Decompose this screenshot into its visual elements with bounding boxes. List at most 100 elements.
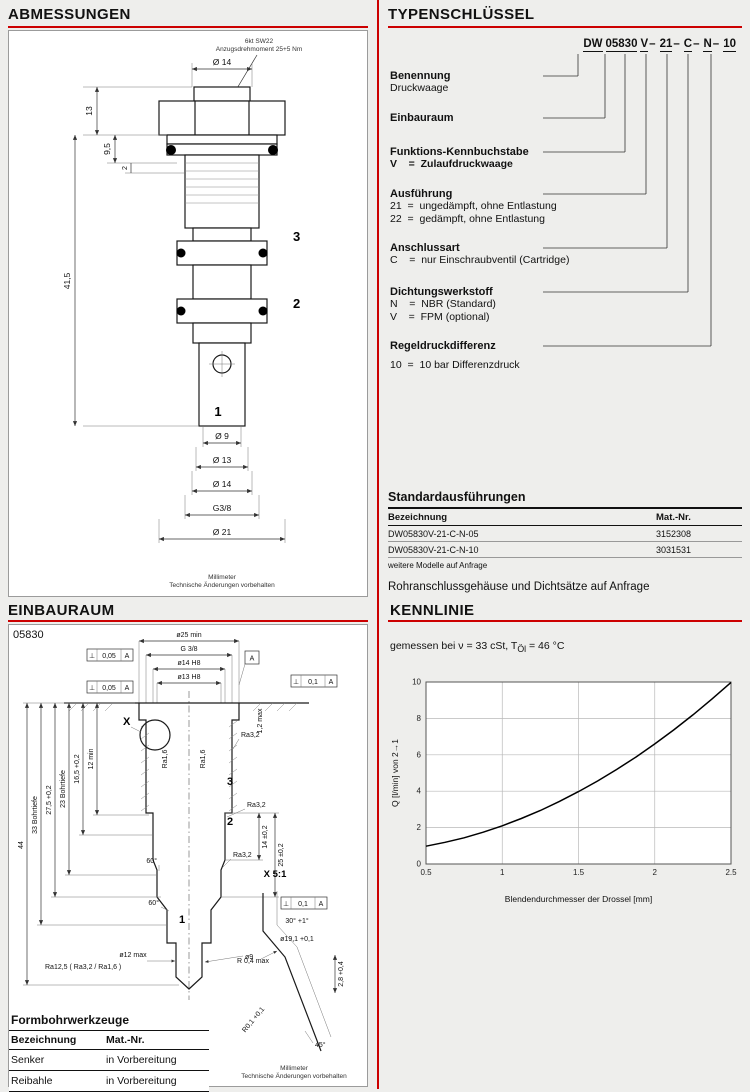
ts-entry-funktion: Funktions-Kennbuchstabe V = Zulaufdruckw…	[390, 146, 720, 171]
standard-col-matnr: Mat.-Nr.	[656, 512, 691, 523]
ts-entry-label: Dichtungswerkstoff	[390, 286, 497, 298]
dim-label-dia21: Ø 21	[213, 527, 232, 537]
dim-label-dia25: ø25 min	[176, 632, 201, 639]
table-row: DW05830V-21-C-N-05 3152308	[388, 526, 742, 542]
detail-x-enlargement: X 5:1 ⊥ 0,1 A 30° +1° ø19,1 +0,1 R 0,4 m…	[237, 869, 345, 1052]
tol-datum: A	[125, 653, 130, 660]
threaded-body	[184, 154, 260, 229]
port-label-1: 1	[214, 404, 221, 419]
cavity-top-dimensions: ø25 min G 3/8 ø14 H8 ø13 H8	[138, 632, 240, 703]
ts-entry-regeldruck: Regeldruckdifferenz 10 = 10 bar Differen…	[390, 340, 720, 372]
dim-label-27-5: 27,5 +0,2	[46, 785, 53, 814]
x-tick-label: 2.5	[725, 868, 737, 877]
material-number: 3031531	[656, 544, 692, 555]
tool-name: Reibahle	[11, 1075, 53, 1087]
standard-col-bezeichnung: Bezeichnung	[388, 512, 448, 523]
ts-entry-einbauraum: Einbauraum	[390, 112, 720, 124]
dim-label-r04: R 0,4 max	[237, 958, 269, 965]
dim-label-12min: 12 min	[88, 748, 95, 769]
port-label-2: 2	[293, 296, 300, 311]
surface-ra-combined: Ra12,5 ( Ra3,2 / Ra1,6 )	[45, 964, 121, 971]
section-title-typenschluessel: TYPENSCHLÜSSEL	[388, 6, 535, 23]
dim-dia14-top: Ø 14	[191, 57, 253, 87]
dim-label-dia19-1: ø19,1 +0,1	[280, 936, 314, 943]
ts-entry-value: 21 = ungedämpft, ohne Entlastung	[390, 200, 557, 212]
cavity-number: 05830	[13, 629, 44, 641]
ts-entry-ausfuehrung: Ausführung 21 = ungedämpft, ohne Entlast…	[390, 188, 720, 226]
surface-ra32-1: Ra3,2	[241, 732, 260, 739]
left-dimensions: 41,5 13 9,5 2	[62, 86, 199, 427]
detail-x-circle	[139, 719, 171, 751]
x-tick-label: 1	[500, 868, 505, 877]
formbohr-header: Bezeichnung Mat.-Nr.	[9, 1031, 209, 1050]
panel-footer-units: Millimeter	[280, 1065, 309, 1072]
ts-entry-value: 10 = 10 bar Differenzdruck	[390, 359, 520, 371]
dim-label-dia13h8: ø13 H8	[178, 674, 201, 681]
code-series: DW	[583, 38, 603, 52]
tolerance-box-flatness: ⊥ 0,1 A	[290, 674, 338, 688]
tol-value: 0,1	[298, 901, 308, 908]
port-label-3: 3	[293, 229, 300, 244]
o-ring-right	[268, 145, 278, 155]
dim-label-dia9: ø9	[245, 954, 253, 961]
o-ring-left	[166, 145, 176, 155]
panel-footer-notice: Technische Änderungen vorbehalten	[241, 1072, 347, 1080]
tolerance-box-perpendicularity-2: ⊥ 0,05 A	[86, 680, 134, 694]
ordering-code-connectors	[543, 54, 712, 347]
code-separator: –	[712, 38, 720, 50]
dim-label-9-5: 9,5	[102, 143, 112, 155]
measurement-condition: gemessen bei ν = 33 cSt, TÖl = 46 °C	[390, 640, 564, 654]
y-axis-label: Q [l/min] von 2→1	[390, 739, 400, 807]
x-axis-label: Blendendurchmesser der Drossel [mm]	[505, 894, 652, 904]
dim-label-33: 33 Bohrtiefe	[32, 796, 39, 834]
ts-entry-label: Benennung	[390, 70, 455, 82]
datum-a-box: A	[238, 650, 260, 686]
datum-label: A	[250, 656, 255, 663]
surface-ra16-2: Ra1,6	[200, 750, 207, 769]
abmessungen-title-rule	[8, 26, 368, 28]
tolerance-box-perpendicularity-1: ⊥ 0,05 A	[86, 648, 134, 662]
standardausfuehrungen-section: Standardausführungen Bezeichnung Mat.-Nr…	[388, 490, 742, 593]
model-designation: DW05830V-21-C-N-10	[388, 544, 479, 555]
tool-status: in Vorbereitung	[106, 1054, 177, 1066]
dim-label-2-8: 2,8 +0,4	[338, 961, 345, 987]
dim-label-dia12max: ø12 max	[119, 952, 147, 959]
dim-label-g38: G3/8	[213, 503, 232, 513]
tool-status: in Vorbereitung	[106, 1075, 177, 1087]
ts-entry-value: Druckwaage	[390, 82, 449, 94]
abmessungen-drawing-panel: 6kt SW22 Anzugsdrehmoment 25+5 Nm 3 2	[8, 30, 368, 597]
dim-label-dia14h8: ø14 H8	[178, 660, 201, 667]
section-title-abmessungen: ABMESSUNGEN	[8, 6, 131, 23]
abmessungen-drawing: 6kt SW22 Anzugsdrehmoment 25+5 Nm 3 2	[62, 38, 303, 589]
formbohr-col-bezeichnung: Bezeichnung	[11, 1034, 77, 1046]
groove-port2	[176, 298, 268, 324]
ts-entry-label: Funktions-Kennbuchstabe	[390, 146, 533, 158]
dim-label-41-5: 41,5	[62, 272, 72, 289]
y-tick-label: 8	[417, 714, 422, 723]
table-row: Reibahle in Vorbereitung	[9, 1071, 209, 1092]
condition-suffix: = 46 °C	[526, 640, 565, 652]
code-function: V	[640, 38, 649, 52]
section-title-kennlinie: KENNLINIE	[390, 602, 475, 619]
kennlinie-title-rule	[388, 620, 742, 622]
characteristic-curve	[425, 681, 732, 847]
tol-value: 0,1	[308, 679, 318, 686]
panel-footer-notice: Technische Änderungen vorbehalten	[169, 581, 275, 589]
tol-datum: A	[319, 901, 324, 908]
code-version: 21	[659, 38, 673, 52]
plot-border	[425, 681, 732, 865]
ts-entry-value: V = FPM (optional)	[390, 311, 490, 323]
x-tick-label: 1.5	[573, 868, 585, 877]
ts-entry-anschlussart: Anschlussart C = nur Einschraubventil (C…	[390, 242, 720, 267]
code-separator: –	[673, 38, 680, 50]
dim-label-g38: G 3/8	[180, 646, 197, 653]
hex-note-line2: Anzugsdrehmoment 25+5 Nm	[216, 46, 303, 53]
tol-symbol: ⊥	[283, 901, 289, 908]
ts-entry-dichtung: Dichtungswerkstoff N = NBR (Standard) V …	[390, 286, 720, 324]
tol-symbol: ⊥	[89, 685, 95, 692]
dim-label-45deg: 45°	[315, 1041, 326, 1049]
table-row: DW05830V-21-C-N-10 3031531	[388, 542, 742, 558]
y-tick-label: 4	[417, 787, 422, 796]
